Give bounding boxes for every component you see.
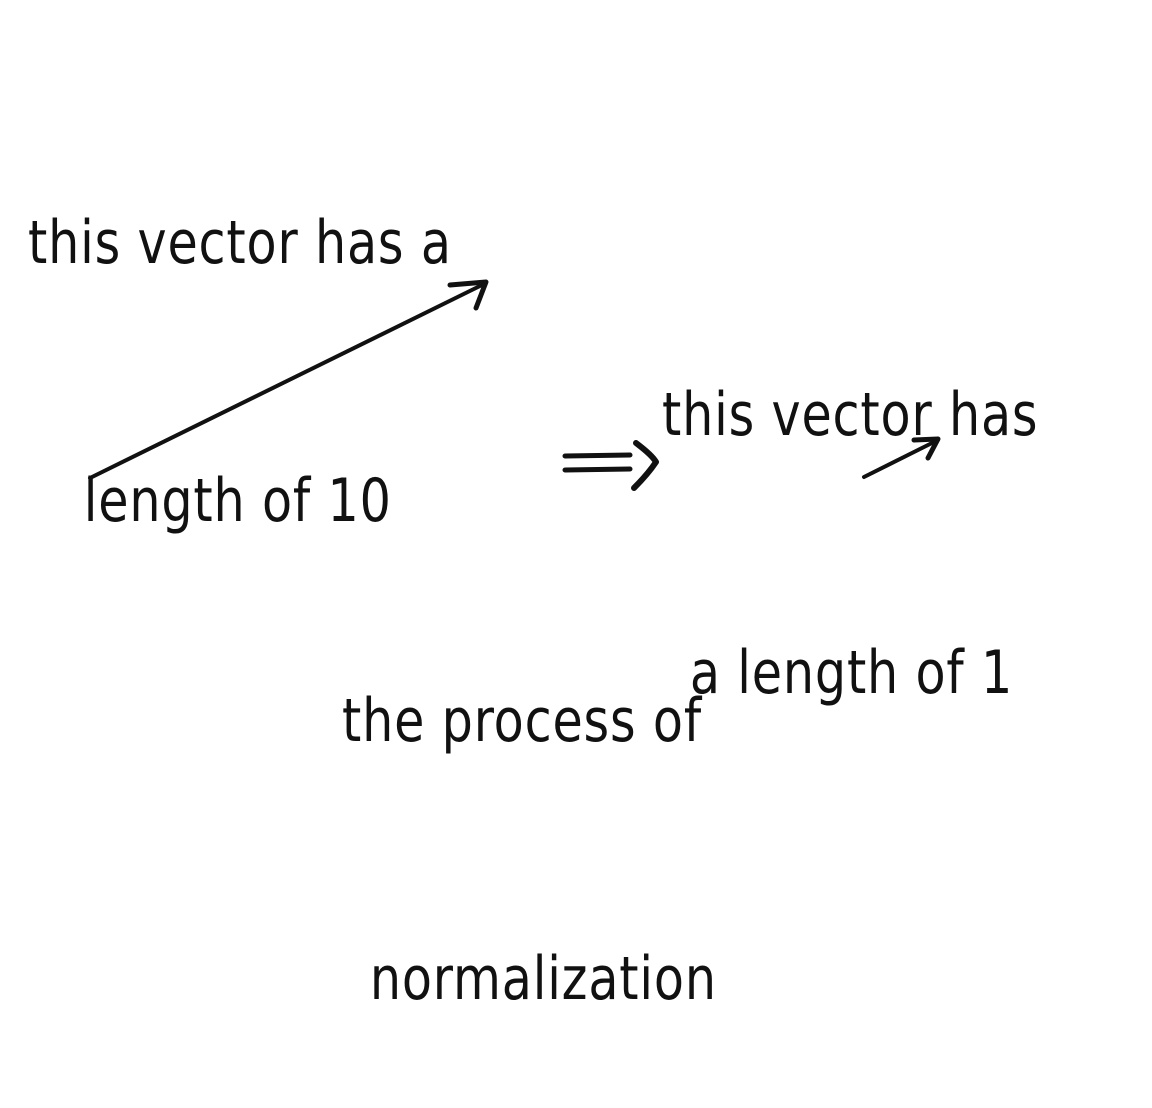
unit-vector-label-line2: a length of 1 xyxy=(689,638,1014,708)
long-vector-label-line1: this vector has a xyxy=(28,208,452,278)
long-vector-label-line2: length of 10 xyxy=(83,466,392,536)
unit-vector-label: this vector has a length of 1 xyxy=(662,200,1038,802)
unit-vector-arrow-icon xyxy=(862,436,941,479)
long-vector-arrow-icon xyxy=(88,279,489,480)
implies-double-arrow-icon xyxy=(562,440,659,491)
unit-vector-label-line1: this vector has xyxy=(662,380,1039,450)
normalization-label-line2: normalization xyxy=(369,944,717,1014)
diagram-canvas xyxy=(88,279,941,491)
long-vector-label: this vector has a length of 10 xyxy=(28,28,452,630)
